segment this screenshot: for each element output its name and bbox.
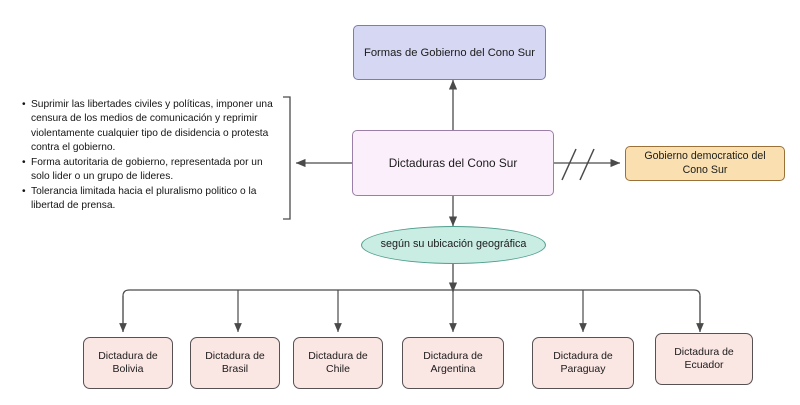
list-item: • Suprimir las libertades civiles y polí… (22, 98, 280, 156)
list-item-text: Tolerancia limitada hacia el pluralismo … (31, 185, 257, 212)
list-item: • Tolerancia limitada hacia el pluralism… (22, 185, 280, 214)
edge-center-to-democratic (554, 148, 621, 181)
characteristics-list: • Suprimir las libertades civiles y polí… (22, 98, 280, 214)
node-gobierno-democratico-label: Gobierno democratico del Cono Sur (644, 150, 766, 176)
negation-slash-1 (561, 148, 577, 181)
node-dictadura-brasil-label: Dictadura de Brasil (205, 349, 265, 375)
bullet-marker-icon: • (22, 185, 26, 197)
node-segun-ubicacion-geografica[interactable]: según su ubicación geográfica (361, 226, 546, 264)
list-item: • Forma autoritaria de gobierno, represe… (22, 156, 280, 185)
node-formas-de-gobierno[interactable]: Formas de Gobierno del Cono Sur (353, 25, 546, 80)
node-dictadura-argentina-label: Dictadura de Argentina (423, 349, 483, 375)
list-item-text: Suprimir las libertades civiles y políti… (31, 99, 273, 154)
node-dictadura-bolivia-label: Dictadura de Bolivia (98, 349, 158, 375)
node-dictadura-argentina[interactable]: Dictadura de Argentina (402, 337, 504, 389)
node-dictadura-ecuador[interactable]: Dictadura de Ecuador (655, 333, 753, 385)
node-dictadura-paraguay[interactable]: Dictadura de Paraguay (532, 337, 634, 389)
node-dictaduras-label: Dictaduras del Cono Sur (388, 155, 518, 170)
node-dictadura-paraguay-label: Dictadura de Paraguay (553, 349, 613, 375)
bullet-marker-icon: • (22, 156, 26, 168)
list-item-text: Forma autoritaria de gobierno, represent… (31, 156, 263, 183)
node-dictadura-ecuador-label: Dictadura de Ecuador (674, 345, 734, 371)
bullet-marker-icon: • (22, 99, 26, 110)
node-criteria-label: según su ubicación geográfica (380, 238, 527, 251)
node-dictadura-bolivia[interactable]: Dictadura de Bolivia (83, 337, 173, 389)
node-dictadura-brasil[interactable]: Dictadura de Brasil (190, 337, 280, 389)
node-dictaduras-del-cono-sur[interactable]: Dictaduras del Cono Sur (352, 130, 554, 196)
negation-slash-2 (579, 148, 595, 181)
edge-center-to-characteristics (283, 96, 352, 220)
node-gobierno-democratico[interactable]: Gobierno democratico del Cono Sur (625, 146, 785, 181)
edge-bus-to-countries (119, 289, 704, 333)
node-dictadura-chile[interactable]: Dictadura de Chile (293, 337, 383, 389)
node-formas-de-gobierno-label: Formas de Gobierno del Cono Sur (363, 46, 535, 59)
node-dictadura-chile-label: Dictadura de Chile (308, 349, 368, 375)
